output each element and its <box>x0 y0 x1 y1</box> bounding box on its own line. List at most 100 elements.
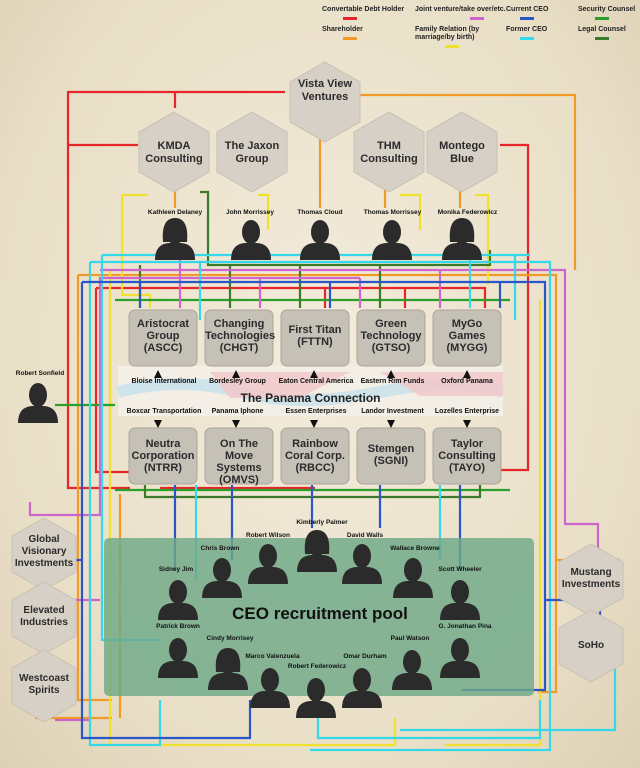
box-mygg <box>432 309 502 367</box>
legend-current-ceo-label: Current CEO <box>506 6 549 13</box>
david-walls-silhouette-icon <box>342 544 382 584</box>
legend-shareholder-label: Shareholder <box>322 26 363 33</box>
person-monika-federowicz: Monika Federowicz <box>437 209 498 216</box>
box-omvs <box>204 427 274 485</box>
entity-kmda: KMDA Consulting <box>145 140 203 165</box>
legend-family-label: Family Relation (by marriage/by birth) <box>415 26 480 41</box>
person-marco-valenzuela: Marco Valenzuela <box>245 653 300 660</box>
patrick-brown-silhouette-icon <box>158 638 198 678</box>
person-thomas-cloud: Thomas Cloud <box>297 209 343 216</box>
line-former-ceo <box>88 262 162 747</box>
shell-oxford-panama: Oxford Panama <box>441 378 493 385</box>
entity-global-visionary: Global Visionary Investments <box>14 534 74 569</box>
legend-legal-swatch <box>595 37 609 40</box>
hex-thm <box>353 111 425 193</box>
line-family <box>108 270 397 747</box>
person-cindy-morrisey: Cindy Morrisey <box>206 635 254 642</box>
person-kimberly-palmer: Kimberly Palmer <box>296 519 348 526</box>
entity-thm: THM Consulting <box>360 140 418 165</box>
ceo-pool-title: CEO recruitment pool <box>232 604 408 623</box>
line-joint <box>28 276 360 517</box>
monika-federowicz-silhouette-icon <box>442 218 482 260</box>
line-family <box>258 193 270 230</box>
company-tayo: Taylor Consulting(TAYO) <box>438 438 496 474</box>
g-jonathan-pina-silhouette-icon <box>440 638 480 678</box>
line-debt <box>96 286 487 308</box>
ceo-pool-box <box>104 538 534 696</box>
person-kathleen-delaney: Kathleen Delaney <box>147 209 203 216</box>
legend-debt-swatch <box>343 17 357 20</box>
line-family <box>445 300 542 747</box>
shell-eastern-rim: Eastern Rim Funds <box>360 378 425 385</box>
hex-westcoast <box>11 649 77 723</box>
kimberly-palmer-silhouette-icon <box>297 530 337 572</box>
omar-durham-silhouette-icon <box>342 668 382 708</box>
shell-eaton: Eaton Central America <box>278 378 354 385</box>
line-shareholder <box>76 275 112 702</box>
person-sidney-jim: Sidney Jim <box>158 566 194 573</box>
entity-jaxon: The Jaxon Group <box>224 140 280 165</box>
company-rbcc: Rainbow Coral Corp.(RBCC) <box>285 438 345 474</box>
legend-debt-label: Convertable Debt Holder <box>322 6 405 13</box>
person-paul-watson: Paul Watson <box>390 635 430 642</box>
line-former-ceo <box>90 260 552 752</box>
company-fttn: First Titan(FTTN) <box>288 324 342 348</box>
line-current-ceo <box>80 282 252 740</box>
box-gtso <box>356 309 426 367</box>
legend-former-ceo-label: Former CEO <box>506 26 548 33</box>
box-fttn <box>280 309 350 367</box>
entity-soho: SoHo <box>577 640 605 651</box>
robert-sonfield-silhouette-icon <box>18 383 58 423</box>
box-rbcc <box>280 427 350 485</box>
person-omar-durham: Omar Durham <box>343 653 387 660</box>
hex-montego <box>426 111 498 193</box>
hex-kmda <box>138 111 210 193</box>
entity-westcoast-spirits: Westcoast Spirits <box>19 673 69 696</box>
line-debt <box>94 288 130 474</box>
hex-soho <box>558 609 624 683</box>
company-gtso: Green Technology(GTSO) <box>360 318 422 354</box>
line-family <box>400 193 422 230</box>
shell-essen: Essen Enterprises <box>285 408 347 415</box>
entity-elevated-industries: Elevated Industries <box>20 605 68 628</box>
person-scott-wheeler: Scott Wheeler <box>438 566 482 573</box>
company-chgt: Changing Technologies(CHGT) <box>205 318 276 354</box>
hex-jaxon <box>216 111 288 193</box>
company-ntrr: Neutra Corporation(NTRR) <box>131 438 195 474</box>
thomas-morrissey-silhouette-icon <box>372 220 412 260</box>
line-former-ceo <box>316 700 542 740</box>
company-sgni: Stemgen(SGNI) <box>367 443 415 467</box>
line-legal <box>200 190 492 267</box>
person-robert-federowicz: Robert Federowicz <box>287 663 347 670</box>
panama-title: The Panama Connection <box>240 391 381 405</box>
box-ntrr <box>128 427 198 485</box>
entity-mustang: Mustang Investments <box>561 567 621 590</box>
chris-brown-silhouette-icon <box>202 558 242 598</box>
person-chris-brown: Chris Brown <box>200 545 240 552</box>
line-debt <box>500 143 530 472</box>
entity-montego: Montego Blue <box>439 140 485 165</box>
person-robert-sonfield: Robert Sonfield <box>15 370 65 377</box>
legend-legal-label: Legal Counsel <box>578 26 626 33</box>
wallace-browne-silhouette-icon <box>393 558 433 598</box>
entity-vista: Vista View Ventures <box>297 78 353 103</box>
person-john-morrissey: John Morrissey <box>225 209 275 216</box>
cindy-morrisey-silhouette-icon <box>208 648 248 690</box>
robert-wilson-silhouette-icon <box>248 544 288 584</box>
legend-family-swatch <box>445 45 459 48</box>
legend-joint-swatch <box>470 17 484 20</box>
legend-security-label: Security Counsel <box>578 6 636 13</box>
shell-bloise: Bloise International <box>131 378 197 385</box>
line-shareholder <box>350 93 577 270</box>
box-chgt <box>204 309 274 367</box>
shell-landor: Landor Investment <box>361 408 424 415</box>
line-shareholder <box>78 273 558 694</box>
person-thomas-morrissey: Thomas Morrissey <box>363 209 422 216</box>
person-david-walls: David Walls <box>346 532 384 539</box>
person-robert-wilson: Robert Wilson <box>246 532 290 539</box>
box-ascc <box>128 309 198 367</box>
company-ascc: Aristocrat Group(ASCC) <box>137 318 189 354</box>
legend-security-swatch <box>595 17 609 20</box>
